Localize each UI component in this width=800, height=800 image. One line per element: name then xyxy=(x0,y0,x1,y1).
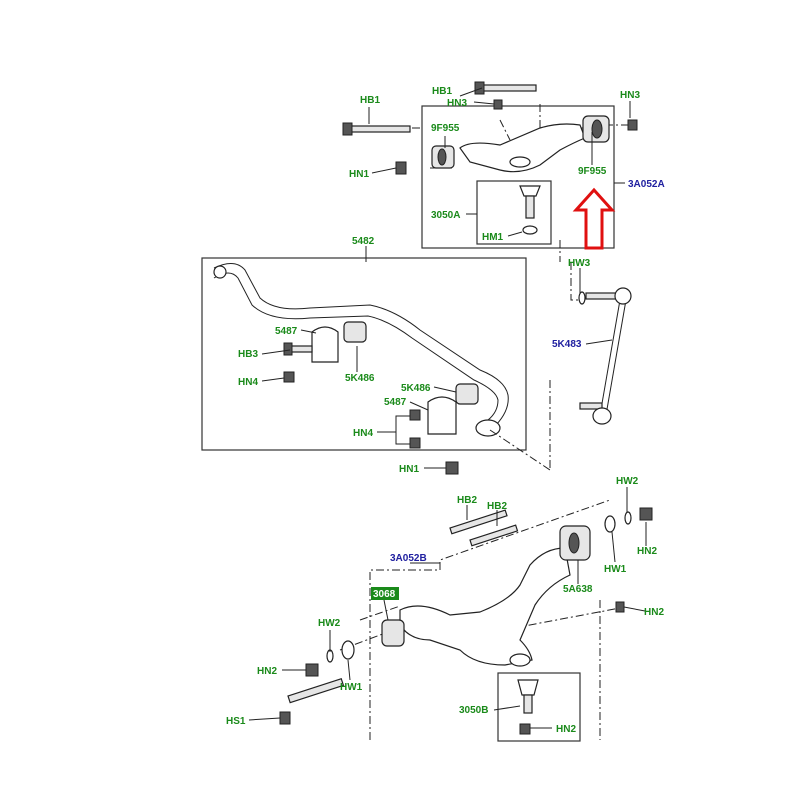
label-hn3-top: HN3 xyxy=(447,98,467,109)
lower-control-arm xyxy=(399,547,571,666)
bolt-head-top xyxy=(474,81,485,95)
label-hw2-left: HW2 xyxy=(318,618,341,629)
leader-lines xyxy=(248,87,647,729)
label-5487-lower: 5487 xyxy=(384,397,407,408)
ball-joint-3050b xyxy=(517,679,539,696)
bolt-hb3 xyxy=(289,345,313,353)
washer-hw1-right xyxy=(604,515,616,533)
nut-hn1-upper xyxy=(395,161,407,175)
nut-hm1 xyxy=(522,225,538,235)
label-hw1-left: HW1 xyxy=(340,682,363,693)
label-hn4-top: HN4 xyxy=(238,377,258,388)
label-hb1-left: HB1 xyxy=(360,95,380,106)
upper-arm-frame xyxy=(421,105,615,249)
label-5a638: 5A638 xyxy=(563,584,593,595)
bolt-hb2-b xyxy=(469,524,519,547)
label-hb2-b: HB2 xyxy=(487,501,507,512)
label-9f955-right: 9F955 xyxy=(578,166,607,177)
stabilizer-frame xyxy=(201,257,527,451)
bolt-hs1 xyxy=(287,677,345,704)
nut-hn2-right xyxy=(639,507,653,521)
label-hs1: HS1 xyxy=(226,716,246,727)
label-hn2-bottom: HN2 xyxy=(556,724,576,735)
nut-hn4-b xyxy=(409,437,421,449)
label-3050a: 3050A xyxy=(431,210,460,221)
label-3068-highlight xyxy=(371,587,399,600)
bolt-hb2-a xyxy=(449,509,508,535)
label-hb2-a: HB2 xyxy=(457,495,477,506)
label-hn2-right-mid: HN2 xyxy=(644,607,664,618)
washer-hw1-left xyxy=(341,640,355,660)
bushing-5k486-left xyxy=(343,321,367,343)
label-3050b: 3050B xyxy=(459,705,488,716)
nut-hn2-bottom xyxy=(519,723,531,735)
label-hb1-top: HB1 xyxy=(432,86,452,97)
label-hw1-right: HW1 xyxy=(604,564,627,575)
label-hm1: HM1 xyxy=(482,232,504,243)
nut-hn3-right xyxy=(627,119,638,131)
up-arrow-icon xyxy=(572,187,616,250)
washer-hw2-right xyxy=(624,511,632,525)
bolt-hb1-left xyxy=(349,125,411,133)
label-3a052a: 3A052A xyxy=(628,179,665,190)
ball-joint-3050a xyxy=(519,185,541,197)
label-hn1-mid: HN1 xyxy=(399,464,419,475)
label-3068: 3068 xyxy=(373,589,396,600)
label-5k486-right: 5K486 xyxy=(401,383,431,394)
washer-hw3 xyxy=(578,291,586,305)
stabilizer-bar-assembly xyxy=(201,257,551,475)
nut-hn4-top xyxy=(283,371,295,383)
label-hn2-left: HN2 xyxy=(257,666,277,677)
lower-arm-assembly xyxy=(279,499,653,742)
label-hn4-lower: HN4 xyxy=(353,428,373,439)
bar-end-eye xyxy=(213,265,227,279)
upper-arm-assembly xyxy=(342,81,638,301)
label-9f955-left: 9F955 xyxy=(431,123,460,134)
bushing-5k486-right xyxy=(455,383,479,405)
bar-end-eye-right xyxy=(475,419,501,437)
label-hw2-right: HW2 xyxy=(616,476,639,487)
nut-hn4-a xyxy=(409,409,421,421)
upper-arm-boss xyxy=(509,156,531,168)
bolt-hs1-head xyxy=(279,711,291,725)
label-hn3-right: HN3 xyxy=(620,90,640,101)
label-5k483: 5K483 xyxy=(552,339,582,350)
link-stud-bottom xyxy=(579,402,603,410)
part-labels: HB1 HB1 HN3 HN3 9F955 9F955 HN1 3A052A 3… xyxy=(226,86,665,735)
stabilizer-link-5k483 xyxy=(578,287,632,425)
bolt-head-left xyxy=(342,122,353,136)
clamp-5487-top xyxy=(311,326,339,363)
clamp-5487-lower xyxy=(427,396,457,435)
label-hn1-upper: HN1 xyxy=(349,169,369,180)
label-3a052b: 3A052B xyxy=(390,553,427,564)
nut-hn2-left xyxy=(305,663,319,677)
nut-hn2-mid xyxy=(615,601,625,613)
ball-joint-frame-upper xyxy=(476,180,552,245)
nut-hn3-top xyxy=(493,99,503,110)
label-5487-top: 5487 xyxy=(275,326,298,337)
label-hb3: HB3 xyxy=(238,349,258,360)
ball-joint-frame-lower xyxy=(497,672,581,742)
bushing-3068 xyxy=(381,619,405,647)
label-hw3: HW3 xyxy=(568,258,591,269)
nut-hn1-mid xyxy=(445,461,459,475)
label-5k486-left: 5K486 xyxy=(345,373,375,384)
label-5482: 5482 xyxy=(352,236,375,247)
bolt-hb1-top xyxy=(481,84,537,92)
label-hn2-right-top: HN2 xyxy=(637,546,657,557)
